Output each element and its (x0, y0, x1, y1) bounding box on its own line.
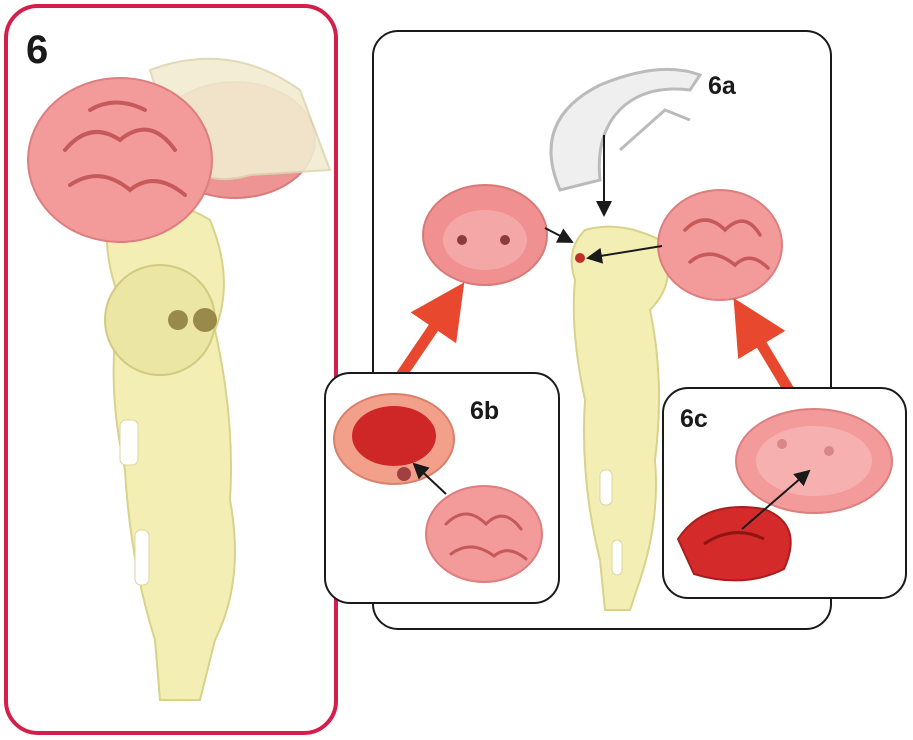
substep-6c-label: 6c (680, 405, 708, 434)
step-number: 6 (26, 28, 48, 73)
substep-6b-panel (324, 372, 560, 604)
substep-6b-illustration (326, 374, 558, 602)
step-panel (4, 4, 338, 735)
substep-6b-label: 6b (470, 397, 499, 426)
substep-6a-label: 6a (708, 72, 736, 101)
